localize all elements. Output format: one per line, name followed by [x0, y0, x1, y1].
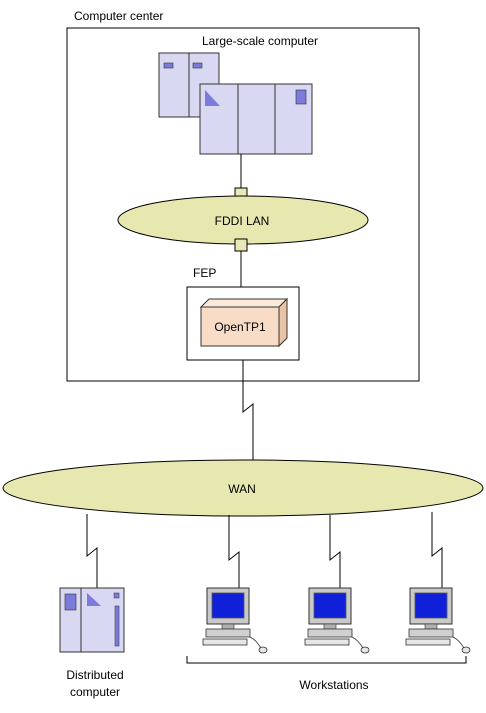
workstation-icon	[202, 587, 268, 654]
wan-label: WAN	[228, 482, 256, 496]
large-scale-computer-label: Large-scale computer	[202, 34, 318, 48]
fep-label: FEP	[193, 266, 216, 280]
opentp1-label: OpenTP1	[214, 320, 266, 334]
wan-workstation-1-link	[228, 515, 240, 588]
fddi-connector-bottom	[234, 238, 248, 252]
wan-workstation-2-link	[329, 515, 341, 588]
fep-wan-link	[242, 360, 254, 462]
workstations-bracket	[186, 656, 467, 664]
workstations-label: Workstations	[299, 678, 368, 692]
workstation-icon	[405, 587, 471, 654]
wan-distributed-link	[86, 514, 98, 588]
opentp1-box-icon	[199, 297, 289, 348]
wan-workstation-3-link	[431, 512, 443, 588]
workstation-icon	[304, 587, 370, 654]
wan-ellipse	[2, 459, 484, 517]
fddi-lan-label: FDDI LAN	[215, 214, 270, 228]
distributed-computer-label-line1: Distributed	[66, 668, 123, 682]
mainframe-icon	[158, 52, 313, 155]
computer-center-label: Computer center	[74, 9, 163, 23]
distributed-computer-label-line2: computer	[70, 685, 120, 699]
server-icon	[59, 587, 125, 653]
